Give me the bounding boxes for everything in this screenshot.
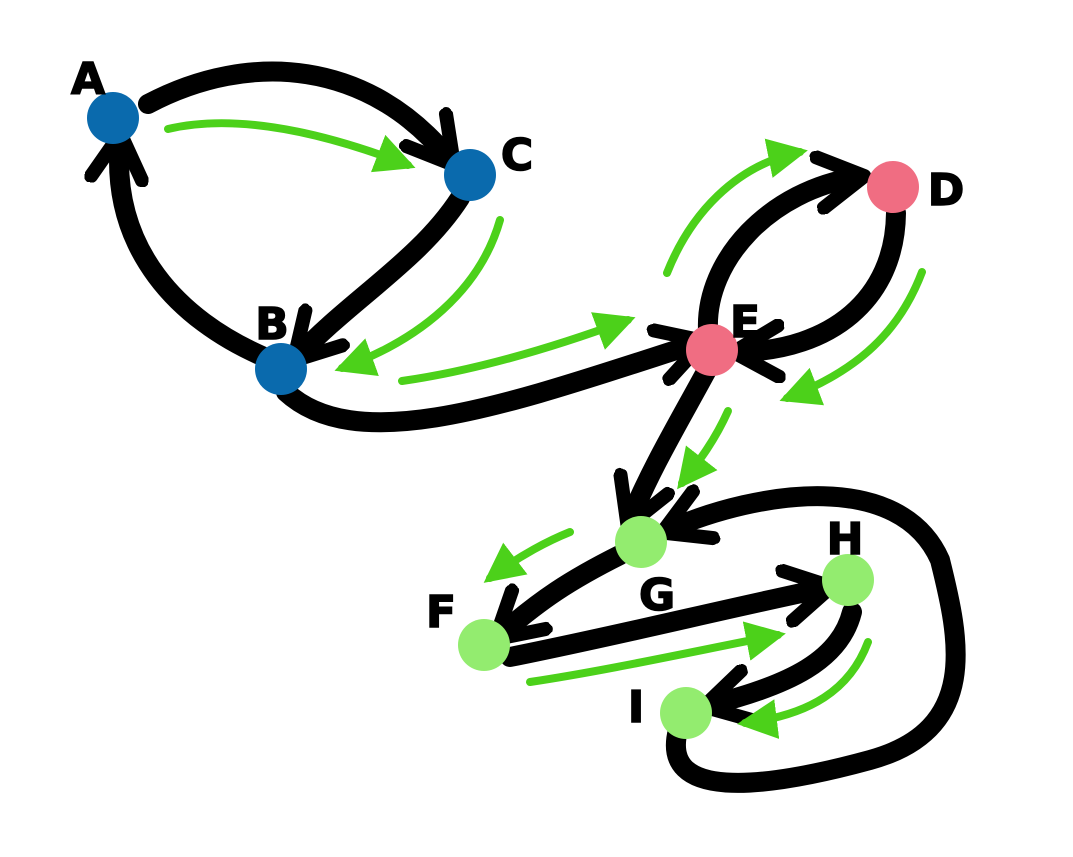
node-label-f: F: [426, 587, 456, 638]
edge-h-to-i: [710, 602, 862, 705]
edges-layer: [119, 61, 966, 793]
traversal-arrow-g-to-f: [483, 528, 574, 583]
node-label-c: C: [501, 130, 533, 181]
edge-e-to-g: [630, 360, 717, 520]
node-a: [87, 92, 139, 144]
traversal-arrows-layer: [164, 119, 926, 739]
traversal-arrow-h-to-i: [737, 638, 872, 739]
traversal-arrow-d-to-e: [779, 268, 926, 406]
edge-b-to-e: [276, 343, 698, 433]
traversal-arrow-a-to-c: [164, 119, 416, 173]
node-label-g: G: [639, 570, 675, 621]
node-e: [686, 324, 738, 376]
edge-c-to-b: [298, 188, 470, 356]
labels-layer: A B C D E F G H I: [70, 53, 965, 734]
edge-e-to-d: [697, 177, 858, 340]
node-label-b: B: [255, 299, 289, 350]
node-g: [615, 516, 667, 568]
node-d: [867, 161, 919, 213]
node-label-e: E: [730, 297, 760, 348]
traversal-arrow-b-to-e: [398, 312, 636, 385]
traversal-arrow-c-to-b: [334, 216, 504, 377]
traversal-arrow-f-to-h: [526, 621, 786, 686]
edge-b-to-a: [119, 140, 272, 366]
node-label-d: D: [928, 165, 965, 216]
edge-i-to-g: [668, 496, 966, 793]
node-h: [822, 554, 874, 606]
edge-a-to-c: [138, 61, 450, 160]
node-b: [255, 343, 307, 395]
edge-d-to-e: [740, 203, 906, 352]
node-c: [444, 149, 496, 201]
node-i: [660, 687, 712, 739]
node-label-a: A: [71, 54, 105, 105]
traversal-arrow-e-to-d: [663, 138, 808, 277]
edge-g-to-f: [500, 545, 630, 635]
edge-f-to-h: [500, 588, 825, 667]
node-label-h: H: [827, 514, 864, 565]
traversal-arrow-e-to-g: [677, 407, 732, 490]
node-label-i: I: [628, 682, 644, 733]
node-f: [458, 619, 510, 671]
nodes-layer: [87, 92, 919, 739]
